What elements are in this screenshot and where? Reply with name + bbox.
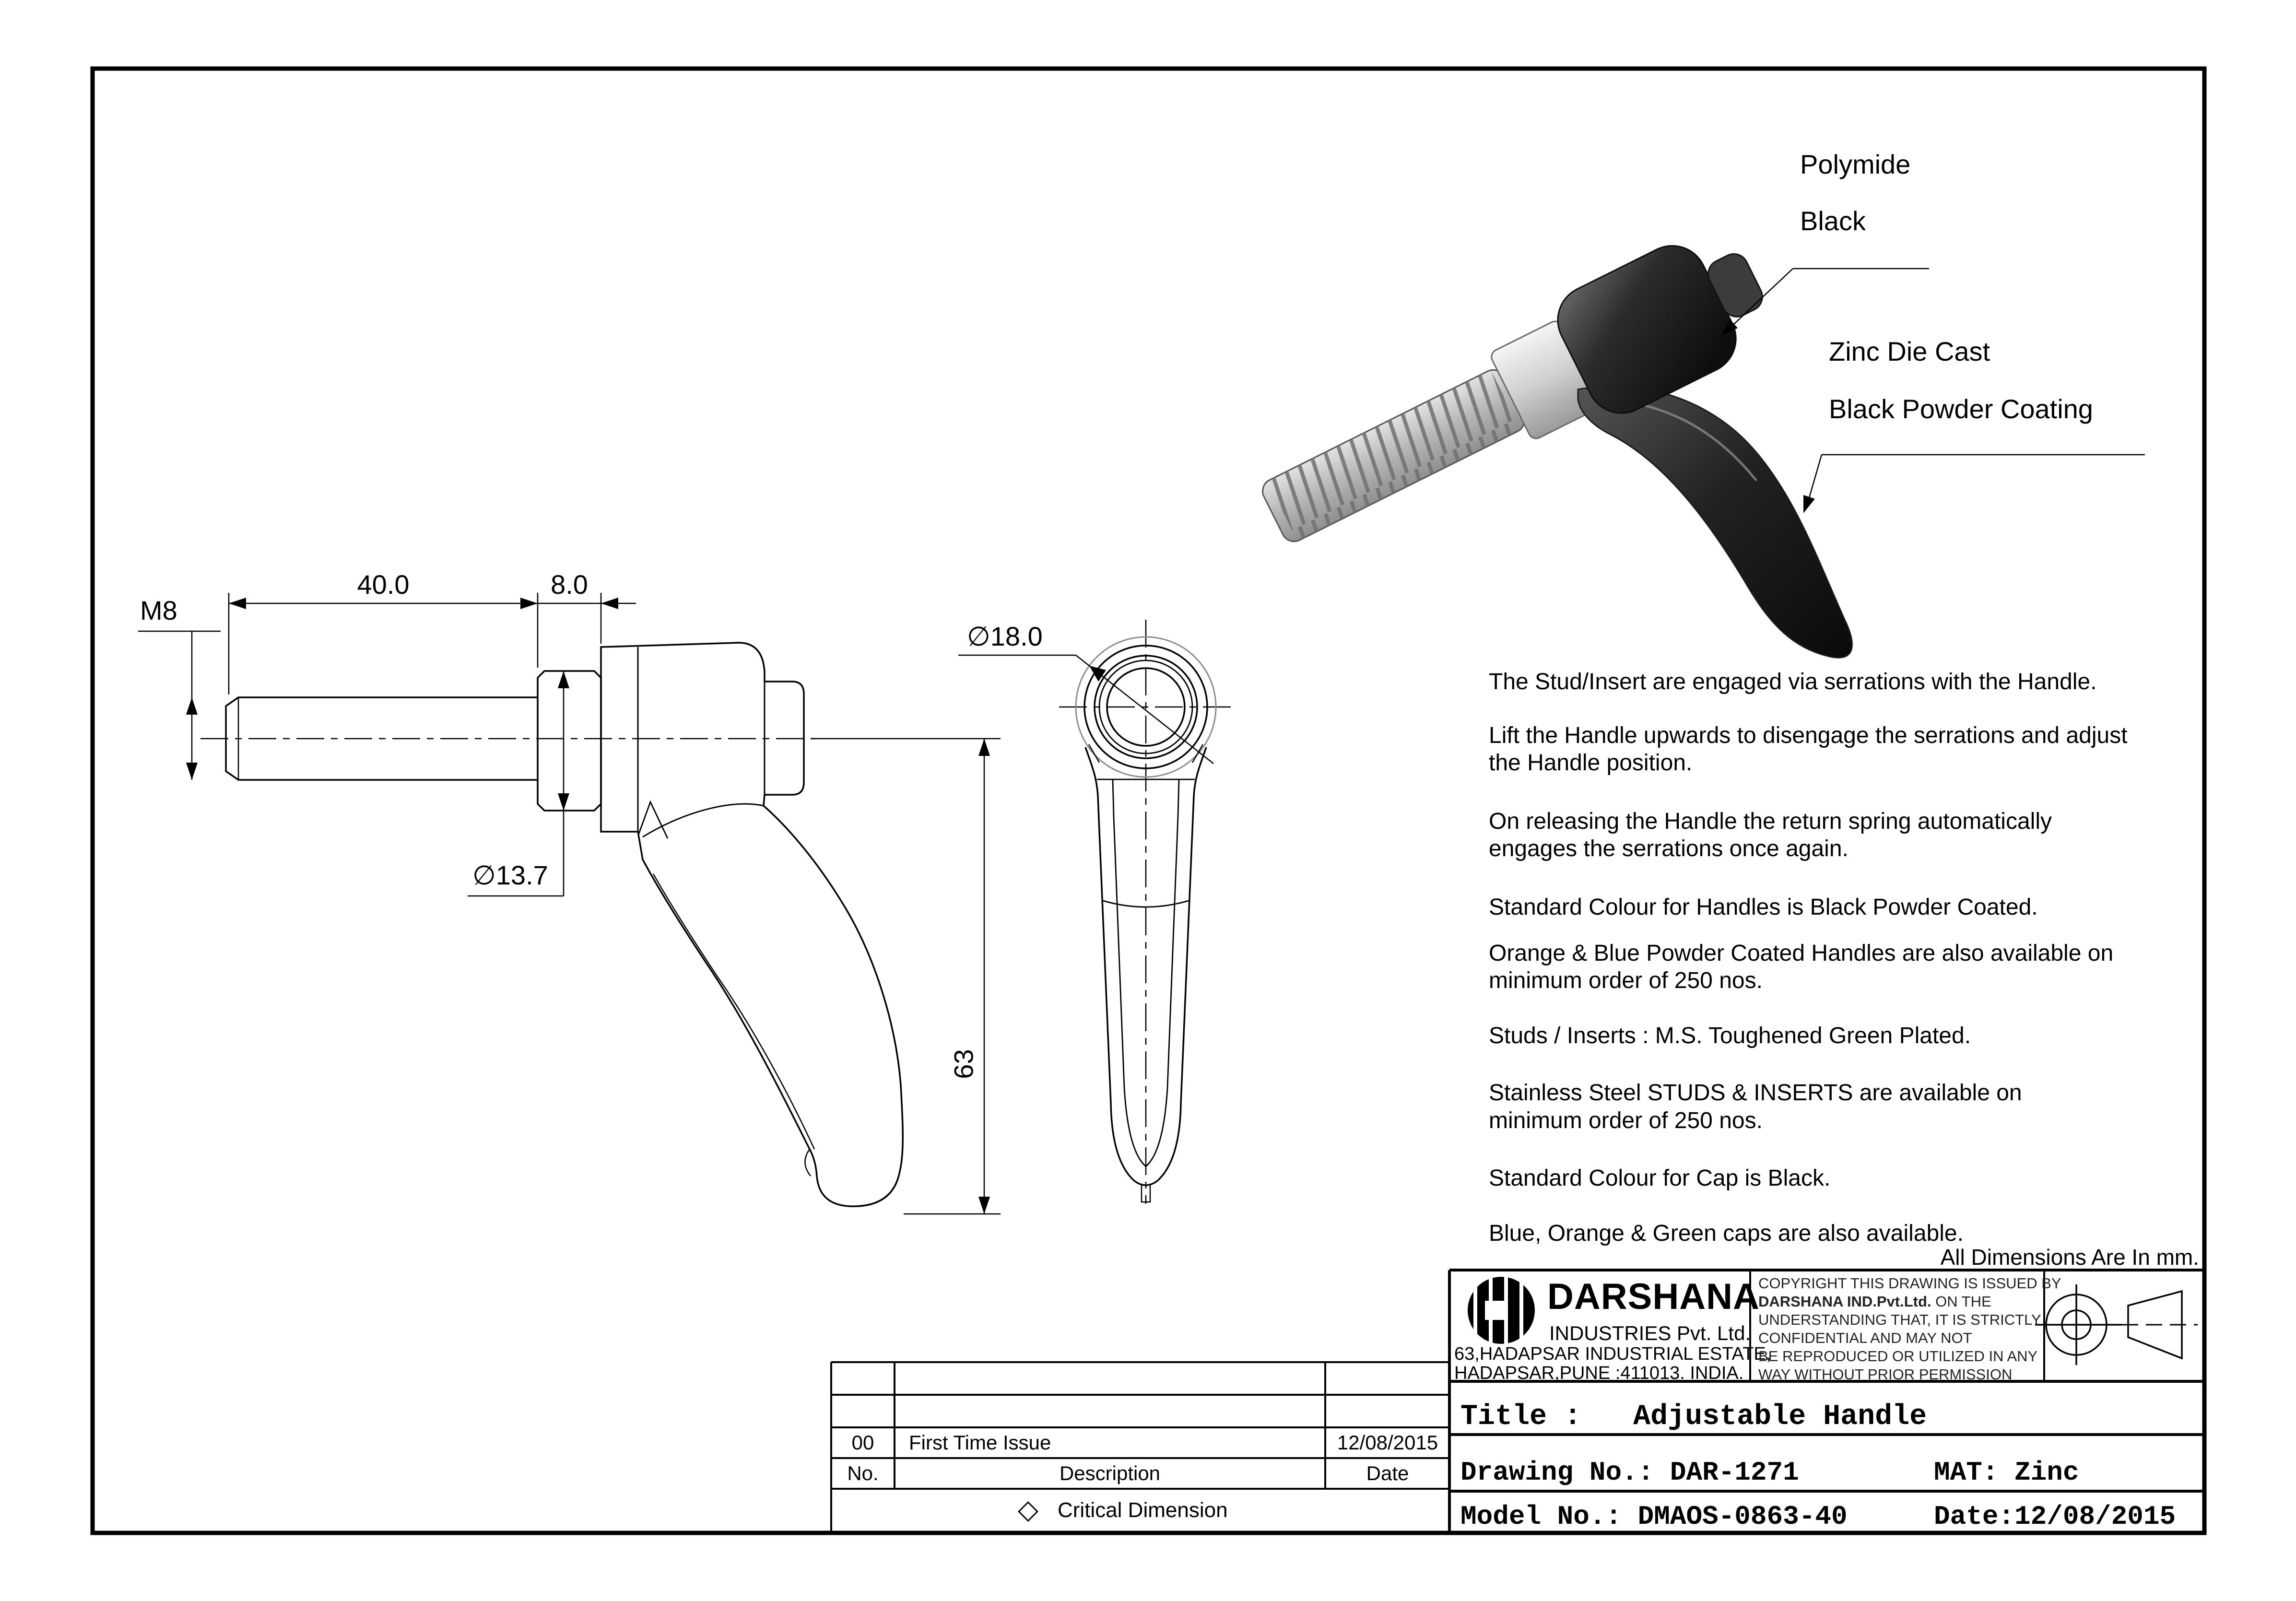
front-dimension-arrows [186, 598, 990, 1214]
revision-table-grid [830, 1361, 1449, 1533]
cap-material-label-line2: Black [1800, 206, 1866, 236]
title-label: Title : [1460, 1401, 1582, 1433]
side-dimension-arrows [1089, 666, 1106, 682]
dim-stud-length: 40.0 [357, 569, 410, 600]
drawing-no-label: Drawing No.: [1460, 1457, 1654, 1488]
note-line: Standard Colour for Cap is Black. [1489, 1165, 1831, 1191]
units-note: All Dimensions Are In mm. [1940, 1245, 2199, 1270]
washer-outline [537, 670, 602, 812]
cap-material-label-line1: Polymide [1800, 149, 1911, 179]
note-line: Lift the Handle upwards to disengage the… [1489, 723, 2128, 748]
model-no-row: Model No.: DMAOS-0863-40 [1460, 1501, 1848, 1532]
note-line: the Handle position. [1489, 750, 1693, 776]
material-field: MAT: Zinc [1934, 1457, 2079, 1488]
note-line: minimum order of 250 nos. [1489, 968, 1763, 993]
stud-outline [225, 696, 538, 781]
pictorial-arm [1577, 385, 1853, 659]
copyright-company-bold: DARSHANA IND.Pvt.Ltd. [1758, 1293, 1931, 1310]
copyright-line1: COPYRIGHT THIS DRAWING IS ISSUED BY [1758, 1275, 2061, 1292]
note-line: Studs / Inserts : M.S. Toughened Green P… [1489, 1023, 1971, 1048]
company-subtitle: INDUSTRIES Pvt. Ltd. [1549, 1322, 1751, 1344]
material-label: MAT: [1934, 1457, 1999, 1488]
projection-symbol-icon [2035, 1284, 2198, 1365]
drawing-no-row: Drawing No.: DAR-1271 [1460, 1457, 1799, 1488]
dim-handle-length: 63 [948, 1049, 979, 1079]
front-dimensions [138, 593, 1001, 1215]
note-line: Standard Colour for Handles is Black Pow… [1489, 895, 2038, 920]
note-line: Blue, Orange & Green caps are also avail… [1489, 1221, 1964, 1246]
ring-outer-circle [1075, 636, 1217, 778]
model-no-label: Model No.: [1460, 1501, 1622, 1532]
title-row: Title : Adjustable Handle [1460, 1401, 1927, 1433]
pictorial-view [1262, 245, 2145, 659]
copyright-line4: CONFIDENTIAL AND MAY NOT [1758, 1330, 1972, 1346]
note-line: engages the serrations once again. [1489, 836, 1849, 861]
handle-material-label-line1: Zinc Die Cast [1829, 336, 1990, 366]
handle-material-label-line2: Black Powder Coating [1829, 394, 2093, 424]
model-no-value: DMAOS-0863-40 [1637, 1501, 1848, 1532]
note-line: Orange & Blue Powder Coated Handles are … [1489, 941, 2114, 966]
title-value: Adjustable Handle [1633, 1401, 1927, 1433]
side-view [958, 620, 1234, 1204]
copyright-line2: DARSHANA IND.Pvt.Ltd. ON THE [1758, 1293, 1991, 1310]
revision-row-description: First Time Issue [909, 1431, 1051, 1454]
sheet-border [90, 66, 2207, 1535]
copyright-line3: UNDERSTANDING THAT, IT IS STRICTLY [1758, 1311, 2041, 1328]
revision-header-no: No. [847, 1462, 879, 1484]
note-line: Stainless Steel STUDS & INSERTS are avai… [1489, 1080, 2022, 1106]
handle-outline [600, 642, 904, 1207]
front-view [200, 642, 904, 1207]
revision-row-date: 12/08/2015 [1337, 1431, 1438, 1454]
date-value: 12/08/2015 [2014, 1501, 2176, 1532]
drawing-no-value: DAR-1271 [1670, 1457, 1799, 1488]
ring-bore-circle [1106, 667, 1186, 747]
handle-label-arrow [1803, 495, 1815, 513]
dim-washer-dia: ∅13.7 [472, 860, 548, 890]
company-logo-icon [1468, 1277, 1535, 1344]
revision-header-description: Description [1059, 1462, 1161, 1484]
note-line: The Stud/Insert are engaged via serratio… [1489, 669, 2097, 695]
material-value: Zinc [2014, 1457, 2079, 1488]
copyright-line2-rest: ON THE [1931, 1293, 1991, 1310]
revision-row-no: 00 [851, 1431, 874, 1454]
critical-dimension-label: Critical Dimension [1058, 1498, 1228, 1522]
dim-washer-width: 8.0 [551, 569, 588, 600]
pictorial-cap-nub [1707, 253, 1763, 318]
side-shaft-outline [1084, 747, 1207, 1186]
revision-header-date: Date [1366, 1462, 1409, 1484]
copyright-line6: WAY WITHOUT PRIOR PERMISSION [1758, 1366, 2013, 1383]
copyright-line5: BE REPRODUCED OR UTILIZED IN ANY [1758, 1348, 2038, 1365]
date-field: Date:12/08/2015 [1934, 1501, 2176, 1532]
dim-ring-dia: ∅18.0 [967, 621, 1043, 651]
company-address-line1: 63,HADAPSAR INDUSTRIAL ESTATE, [1454, 1344, 1771, 1364]
critical-dimension-icon: ◇ [1018, 1494, 1039, 1524]
note-line: On releasing the Handle the return sprin… [1489, 809, 2052, 834]
note-line: minimum order of 250 nos. [1489, 1108, 1763, 1133]
company-name: DARSHANA [1547, 1276, 1760, 1317]
dim-thread: M8 [140, 595, 177, 625]
date-label: Date: [1934, 1501, 2015, 1532]
company-address-line2: HADAPSAR,PUNE :411013. INDIA. [1454, 1363, 1744, 1383]
cap-label-arrow [1721, 319, 1738, 336]
